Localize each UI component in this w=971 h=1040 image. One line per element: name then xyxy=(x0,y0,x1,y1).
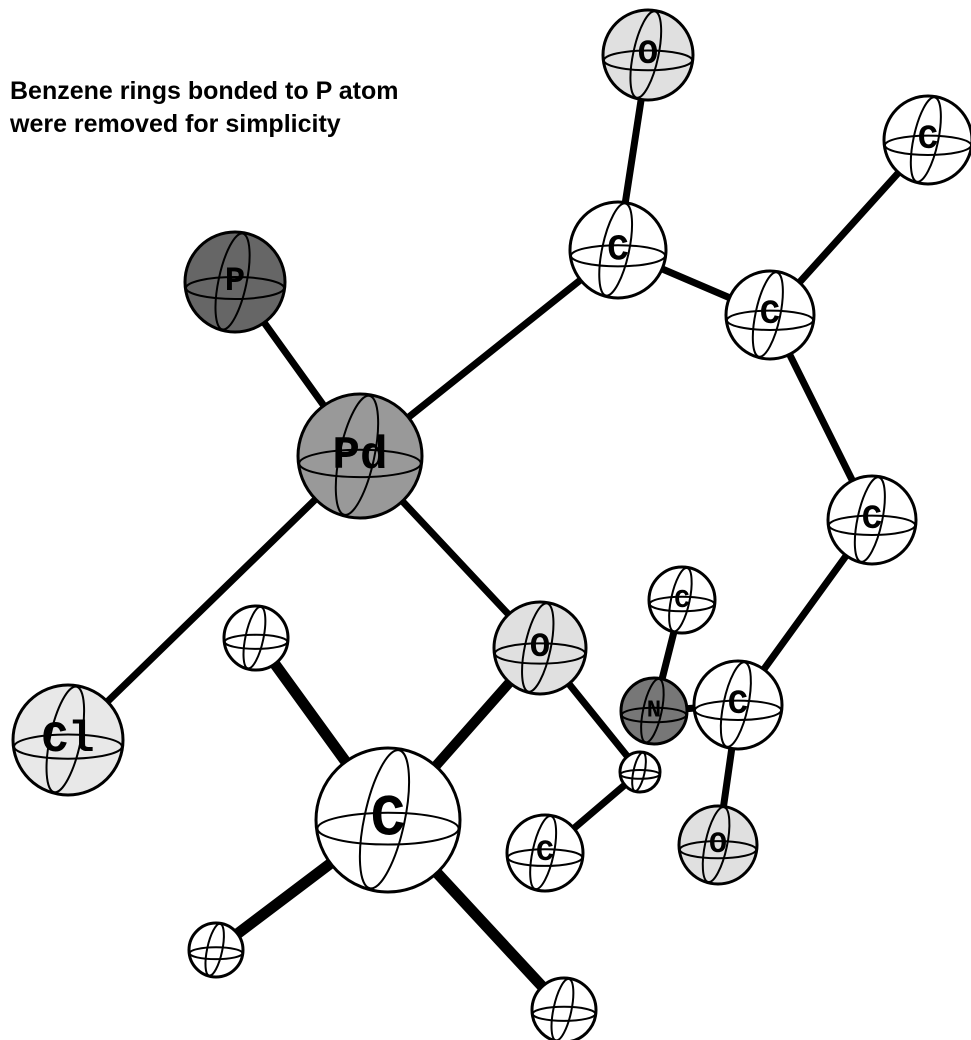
atom-C_ring: C xyxy=(826,474,918,566)
atom-meridian xyxy=(550,977,575,1040)
atom-sphere xyxy=(222,604,290,672)
atom-label: Cl xyxy=(42,715,95,765)
atom-sphere xyxy=(618,750,662,794)
atom-equator xyxy=(602,49,694,72)
atom-equator xyxy=(531,1005,597,1022)
atom-equator xyxy=(188,946,244,961)
atom-equator xyxy=(678,840,758,860)
atom-meridian xyxy=(45,685,86,794)
atom-label: C xyxy=(607,230,629,271)
atom-sphere xyxy=(492,600,588,696)
atom-equator xyxy=(493,642,587,665)
atom-sphere xyxy=(692,659,784,751)
atom-equator xyxy=(619,769,661,780)
atom-sphere xyxy=(314,746,462,894)
atom-equator xyxy=(506,848,584,867)
atom-label: C xyxy=(862,501,882,539)
atom-meridian xyxy=(640,677,665,744)
note-line-2: were removed for simplicity xyxy=(10,110,341,138)
atom-sphere xyxy=(724,269,816,361)
atom-sphere xyxy=(11,683,125,797)
atom-meridian xyxy=(521,602,555,693)
atom-label: C xyxy=(536,836,554,870)
atom-sphere xyxy=(530,976,598,1040)
atom-P: P xyxy=(183,230,287,334)
atom-O_coord: O xyxy=(492,600,588,696)
atom-C_alpha: C xyxy=(724,269,816,361)
atom-meridian xyxy=(631,751,647,792)
atom-sphere xyxy=(647,565,717,635)
atom-meridian xyxy=(242,605,267,670)
atom-label: O xyxy=(709,828,727,862)
atom-sphere xyxy=(677,804,759,886)
atom-sphere xyxy=(826,474,918,566)
atom-label: C xyxy=(918,121,938,159)
atom-equator xyxy=(569,244,667,268)
atom-meridian xyxy=(909,96,942,183)
atom-sphere xyxy=(296,392,424,520)
atom-meridian xyxy=(334,394,380,516)
atom-equator xyxy=(620,706,688,724)
atom-H2 xyxy=(187,921,245,979)
atom-equator xyxy=(648,595,716,613)
atom-equator xyxy=(316,811,460,846)
atom-equator xyxy=(725,309,815,331)
atom-meridian xyxy=(853,476,886,563)
atom-equator xyxy=(13,733,123,760)
atom-sphere xyxy=(568,200,668,300)
atom-equator xyxy=(883,134,971,156)
atom-meridian xyxy=(214,232,251,331)
atom-H1 xyxy=(222,604,290,672)
atom-label: N xyxy=(647,698,661,725)
atom-label: O xyxy=(638,36,658,74)
atom-C_carbonyl: C xyxy=(568,200,668,300)
atom-meridian xyxy=(719,661,752,748)
atom-O_amide: O xyxy=(677,804,759,886)
atom-C_N_methyl: C xyxy=(647,565,717,635)
atom-equator xyxy=(185,276,285,300)
atom-meridian xyxy=(751,271,784,358)
atom-N: N xyxy=(619,676,689,746)
atom-label: C xyxy=(728,686,748,724)
bond-Pd-Cl xyxy=(64,452,364,744)
atom-label: Pd xyxy=(332,430,387,482)
atom-meridian xyxy=(529,815,558,891)
atom-sphere xyxy=(187,921,245,979)
atom-equator xyxy=(223,633,289,650)
atom-sphere xyxy=(619,676,689,746)
atom-meridian xyxy=(598,202,634,297)
atom-meridian xyxy=(668,566,693,633)
atom-equator xyxy=(693,699,783,721)
atom-sphere xyxy=(183,230,287,334)
atom-C_big: C xyxy=(314,746,462,894)
atom-meridian xyxy=(629,10,663,99)
bond-layer xyxy=(64,51,932,1016)
atom-Pd: Pd xyxy=(296,392,424,520)
atom-Cl: Cl xyxy=(11,683,125,797)
atom-sphere xyxy=(505,813,585,893)
note-line-1: Benzene rings bonded to P atom xyxy=(10,77,399,105)
atom-O_top: O xyxy=(601,8,695,102)
atom-sphere xyxy=(601,8,695,102)
note-caption: Benzene rings bonded to P atom were remo… xyxy=(10,75,398,141)
atom-label: O xyxy=(530,629,550,667)
atom-equator xyxy=(298,448,422,479)
atom-meridian xyxy=(701,806,731,884)
atom-meridian xyxy=(358,749,411,890)
atom-label: C xyxy=(674,585,690,615)
atom-label: C xyxy=(760,296,780,334)
atom-sphere xyxy=(882,94,971,186)
atom-H_small xyxy=(618,750,662,794)
atom-H3 xyxy=(530,976,598,1040)
atom-meridian xyxy=(204,922,225,977)
atom-label: C xyxy=(371,788,406,853)
atom-C_methyl: C xyxy=(882,94,971,186)
atom-C_lower: C xyxy=(505,813,585,893)
atom-C_amide: C xyxy=(692,659,784,751)
atom-label: P xyxy=(225,263,245,301)
atom-equator xyxy=(827,514,917,536)
